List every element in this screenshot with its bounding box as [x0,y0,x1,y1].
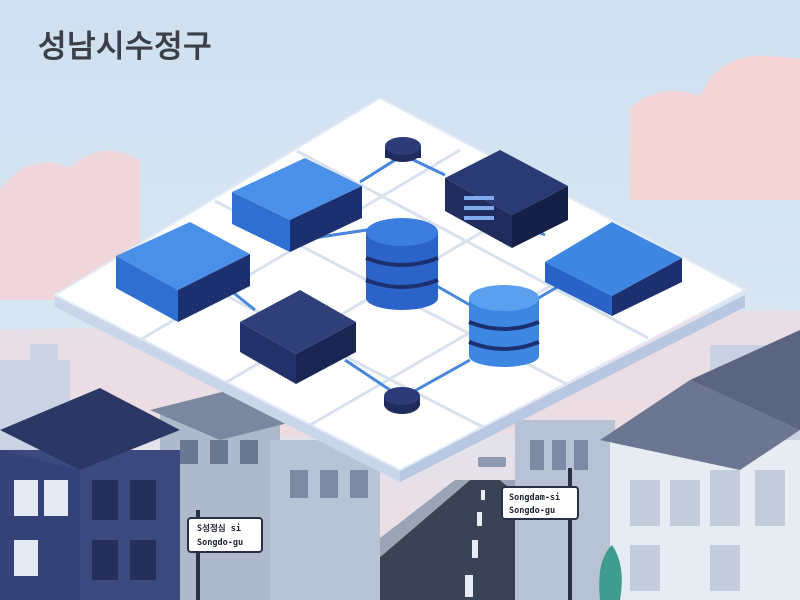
left-sign-line1: S성정심 si [197,523,241,534]
cube-icon [240,290,356,384]
road-marking [465,575,473,597]
road-marking [472,540,478,558]
cloud-left [0,150,140,300]
cube-icon [116,222,250,322]
node-dot-icon [385,137,421,162]
page-title: 성남시수정구 [38,29,213,65]
cube-icon [232,158,362,252]
cube-icon [445,150,568,248]
database-cylinder-icon [468,285,540,367]
database-cylinder-icon [365,218,439,310]
street-sign-icon [187,457,579,600]
left-buildings [0,388,380,600]
right-sign-line1: Songdam-si [509,492,560,503]
road-marking [477,512,482,526]
right-sign-line2: Songdo-gu [509,506,555,516]
cloud-right [630,55,800,201]
node-dot-icon [384,387,420,414]
road-marking [481,490,485,500]
cube-icon [545,222,682,316]
tree [599,545,622,600]
left-sign-line2: Songdo-gu [197,538,243,548]
